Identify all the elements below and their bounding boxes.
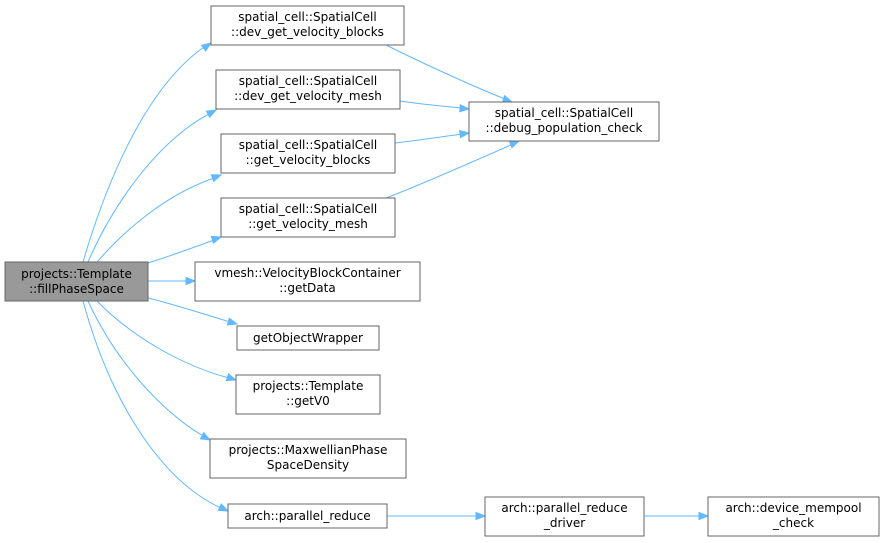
node-label: getObjectWrapper — [253, 331, 363, 345]
edge-fillPhaseSpace-to-getObjectWrapper — [147, 297, 239, 326]
node-dev-get-velocity-blocks[interactable]: spatial_cell::SpatialCell ::dev_get_velo… — [210, 5, 405, 46]
node-label-line2: _check — [772, 516, 814, 530]
node-label-line2: ::get_velocity_blocks — [246, 153, 371, 167]
node-label-line2: ::getData — [279, 281, 335, 295]
edge-parallel_reduce_driver-to-device_mempool_check — [644, 511, 710, 521]
arrowhead — [225, 373, 238, 382]
edge-fillPhaseSpace-to-parallel_reduce — [82, 300, 230, 512]
arrowhead — [217, 503, 230, 512]
edge-line — [82, 46, 205, 263]
edge-fillPhaseSpace-to-MaxwellianPhaseSpaceDensity — [87, 300, 212, 441]
edge-line — [147, 297, 231, 323]
edge-line — [87, 300, 204, 437]
edge-parallel_reduce-to-parallel_reduce_driver — [387, 511, 487, 521]
arrowhead — [475, 511, 487, 521]
edge-line — [385, 143, 514, 199]
node-label-line1: arch::device_mempool — [725, 501, 861, 515]
node-label: arch::parallel_reduce — [244, 509, 370, 523]
edge-line — [96, 177, 215, 263]
node-label-line2: ::fillPhaseSpace — [29, 282, 124, 296]
edge-line — [385, 44, 506, 100]
arrowhead — [459, 129, 471, 139]
arrowhead — [200, 42, 213, 52]
edge-line — [87, 113, 210, 263]
edge-line — [399, 100, 463, 109]
node-label-line2: ::dev_get_velocity_blocks — [231, 25, 384, 39]
edge-fillPhaseSpace-to-getV0 — [96, 300, 238, 382]
node-label-line2: ::get_velocity_mesh — [248, 217, 368, 231]
edge-line — [82, 300, 222, 509]
node-label-line2: ::dev_get_velocity_mesh — [234, 89, 382, 103]
node-fill-phase-space[interactable]: projects::Template ::fillPhaseSpace — [4, 261, 149, 302]
edge-fillPhaseSpace-to-dev_get_velocity_blocks — [82, 42, 213, 263]
node-label-line1: projects::Template — [21, 267, 132, 281]
node-dev-get-velocity-mesh[interactable]: spatial_cell::SpatialCell ::dev_get_velo… — [215, 69, 401, 110]
edges-layer — [82, 42, 710, 521]
arrowhead — [210, 235, 223, 244]
edge-fillPhaseSpace-to-get_velocity_blocks — [96, 174, 223, 263]
node-parallel-reduce-driver[interactable]: arch::parallel_reduce _driver — [484, 496, 645, 537]
node-label-line2: SpaceDensity — [267, 458, 349, 472]
node-label-line1: vmesh::VelocityBlockContainer — [214, 266, 400, 280]
node-get-velocity-blocks[interactable]: spatial_cell::SpatialCell ::get_velocity… — [220, 133, 396, 174]
arrowhead — [199, 431, 212, 441]
node-label-line2: _driver — [543, 516, 585, 530]
arrowhead — [185, 276, 197, 286]
node-get-velocity-mesh[interactable]: spatial_cell::SpatialCell ::get_velocity… — [220, 197, 396, 238]
edge-line — [394, 133, 463, 144]
edge-get_velocity_blocks-to-debug_population_check — [394, 129, 471, 144]
edge-fillPhaseSpace-to-dev_get_velocity_mesh — [87, 109, 218, 263]
node-label-line1: spatial_cell::SpatialCell — [238, 10, 376, 24]
node-label-line2: ::debug_population_check — [486, 121, 643, 135]
arrowhead — [210, 174, 223, 183]
node-label-line2: ::getV0 — [286, 394, 330, 408]
edge-dev_get_velocity_mesh-to-debug_population_check — [399, 100, 471, 113]
node-label-line1: spatial_cell::SpatialCell — [239, 202, 377, 216]
edge-line — [96, 300, 230, 379]
node-debug-population-check[interactable]: spatial_cell::SpatialCell ::debug_popula… — [468, 101, 660, 142]
arrowhead — [698, 511, 710, 521]
arrowhead — [226, 317, 239, 326]
node-get-data[interactable]: vmesh::VelocityBlockContainer ::getData — [194, 261, 421, 302]
node-get-v0[interactable]: projects::Template ::getV0 — [235, 374, 381, 415]
node-label-line1: projects::MaxwellianPhase — [229, 443, 388, 457]
edge-get_velocity_mesh-to-debug_population_check — [385, 140, 521, 199]
node-parallel-reduce[interactable]: arch::parallel_reduce — [227, 503, 388, 529]
node-label-line1: projects::Template — [253, 379, 364, 393]
node-label-line1: spatial_cell::SpatialCell — [495, 106, 633, 120]
arrowhead — [459, 103, 471, 113]
edge-dev_get_velocity_blocks-to-debug_population_check — [385, 44, 514, 103]
node-device-mempool-check[interactable]: arch::device_mempool _check — [707, 496, 880, 537]
edge-line — [147, 239, 215, 264]
node-get-object-wrapper[interactable]: getObjectWrapper — [236, 325, 380, 351]
node-maxwellian-phase-space-density[interactable]: projects::MaxwellianPhase SpaceDensity — [209, 438, 407, 479]
node-label-line1: spatial_cell::SpatialCell — [239, 138, 377, 152]
edge-fillPhaseSpace-to-getData — [148, 276, 197, 286]
edge-fillPhaseSpace-to-get_velocity_mesh — [147, 235, 223, 264]
arrowhead — [205, 109, 218, 119]
node-label-line1: spatial_cell::SpatialCell — [239, 74, 377, 88]
node-label-line1: arch::parallel_reduce — [501, 501, 627, 515]
